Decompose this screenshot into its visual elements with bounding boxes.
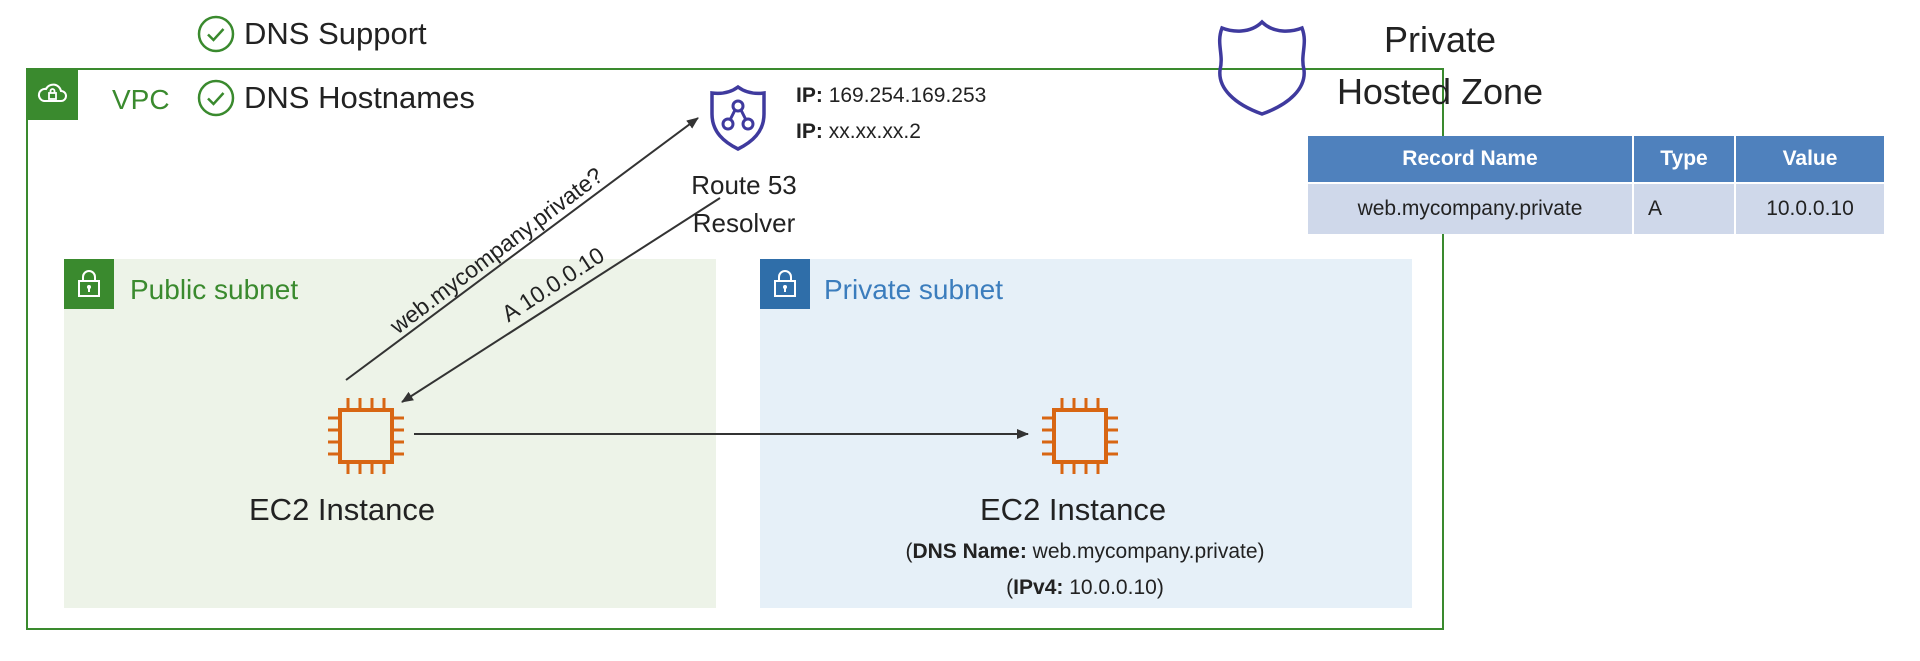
phz-title-line2: Hosted Zone bbox=[1336, 71, 1544, 112]
vpc-cloud-icon bbox=[37, 83, 67, 102]
ip-value: 169.254.169.253 bbox=[828, 84, 987, 107]
dns-answer-arrow bbox=[401, 197, 721, 403]
lock-icon bbox=[78, 270, 100, 297]
route53-resolver-icon bbox=[710, 84, 766, 151]
private-subnet-badge bbox=[760, 259, 810, 309]
ip-key: IP: bbox=[796, 120, 823, 143]
ec2-chip-icon bbox=[328, 398, 404, 474]
private-hosted-zone-title: Private Hosted Zone bbox=[1290, 14, 1590, 118]
vpc-container bbox=[26, 68, 1444, 630]
table-header-row: Record Name Type Value bbox=[1308, 136, 1884, 183]
dns-hostnames-label: DNS Hostnames bbox=[244, 80, 475, 115]
ip-key: IP: bbox=[796, 84, 823, 107]
resolver-ip-2: IP: xx.xx.xx.2 bbox=[796, 120, 921, 144]
dns-hostnames-setting: DNS Hostnames bbox=[196, 78, 475, 118]
resolver-label: Route 53 Resolver bbox=[664, 166, 824, 242]
ip-value: xx.xx.xx.2 bbox=[828, 120, 921, 143]
cell-type: A bbox=[1633, 182, 1736, 234]
column-header-type: Type bbox=[1633, 136, 1736, 183]
ipv4-key: IPv4: bbox=[1013, 576, 1064, 599]
public-subnet-label: Public subnet bbox=[130, 274, 299, 305]
cell-value: 10.0.0.10 bbox=[1735, 182, 1884, 234]
dns-records-table: Record Name Type Value web.mycompany.pri… bbox=[1308, 136, 1884, 234]
private-ec2-label: EC2 Instance bbox=[980, 492, 1167, 527]
table-row: web.mycompany.private A 10.0.0.10 bbox=[1308, 182, 1884, 234]
dns-name-key: DNS Name: bbox=[912, 540, 1027, 563]
dns-query-arrow bbox=[345, 117, 699, 381]
column-header-value: Value bbox=[1735, 136, 1884, 183]
dns-support-label: DNS Support bbox=[244, 16, 427, 51]
ec2-chip-icon bbox=[1042, 398, 1118, 474]
cell-record-name: web.mycompany.private bbox=[1308, 182, 1634, 234]
dns-name-value: web.mycompany.private bbox=[1032, 540, 1258, 563]
resolver-ip-1: IP: 169.254.169.253 bbox=[796, 84, 986, 108]
resolver-label-line1: Route 53 bbox=[691, 170, 797, 200]
public-ec2-label: EC2 Instance bbox=[249, 492, 436, 527]
private-ec2-dns-name: (DNS Name: web.mycompany.private) bbox=[905, 540, 1265, 563]
phz-title-line1: Private bbox=[1383, 19, 1497, 60]
check-circle-icon bbox=[197, 79, 235, 117]
vpc-badge bbox=[26, 68, 78, 120]
vpc-label: VPC bbox=[112, 84, 170, 115]
private-ec2-ipv4: (IPv4: 10.0.0.10) bbox=[1006, 576, 1164, 599]
lock-icon bbox=[774, 270, 796, 297]
resolver-label-line2: Resolver bbox=[692, 208, 796, 238]
column-header-record-name: Record Name bbox=[1308, 136, 1634, 183]
dns-support-setting: DNS Support bbox=[196, 14, 427, 54]
private-subnet-label: Private subnet bbox=[824, 274, 1003, 305]
check-circle-icon bbox=[197, 15, 235, 53]
ipv4-value: 10.0.0.10 bbox=[1069, 576, 1157, 599]
shield-outline-icon bbox=[1217, 19, 1307, 116]
public-subnet-badge bbox=[64, 259, 114, 309]
